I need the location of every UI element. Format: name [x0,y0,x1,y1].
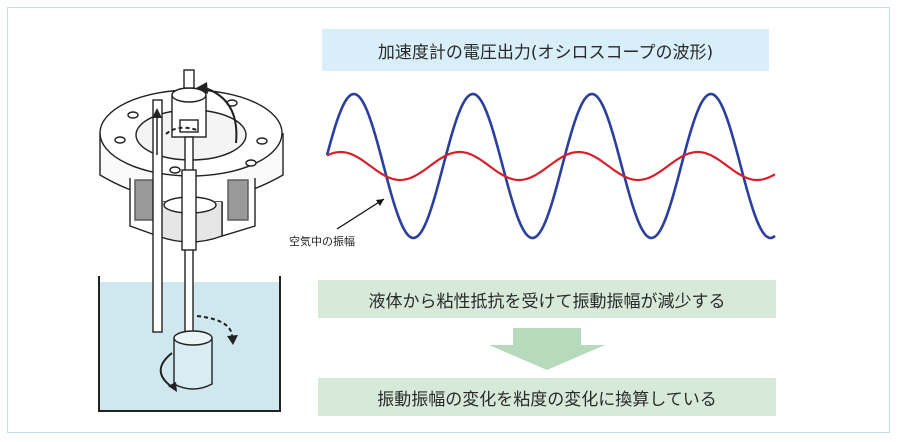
air-wave [325,92,776,240]
step-2-banner: 振動振幅の変化を粘度の変化に換算している [318,378,776,416]
figure-frame [7,7,890,433]
oscilloscope-waveforms [325,92,776,240]
liquid-wave [326,150,776,182]
sensor-housing-illustration [99,69,284,390]
waveform-title: 加速度計の電圧出力(オシロスコープの波形) [322,29,769,71]
air-amplitude-label: 空気中の振幅 [289,235,355,248]
step-1-banner: 液体から粘性抵抗を受けて振動振幅が減少する [318,280,776,318]
rotation-arrows [159,82,238,392]
air-label-pointer [336,198,385,230]
down-arrow [489,328,605,370]
